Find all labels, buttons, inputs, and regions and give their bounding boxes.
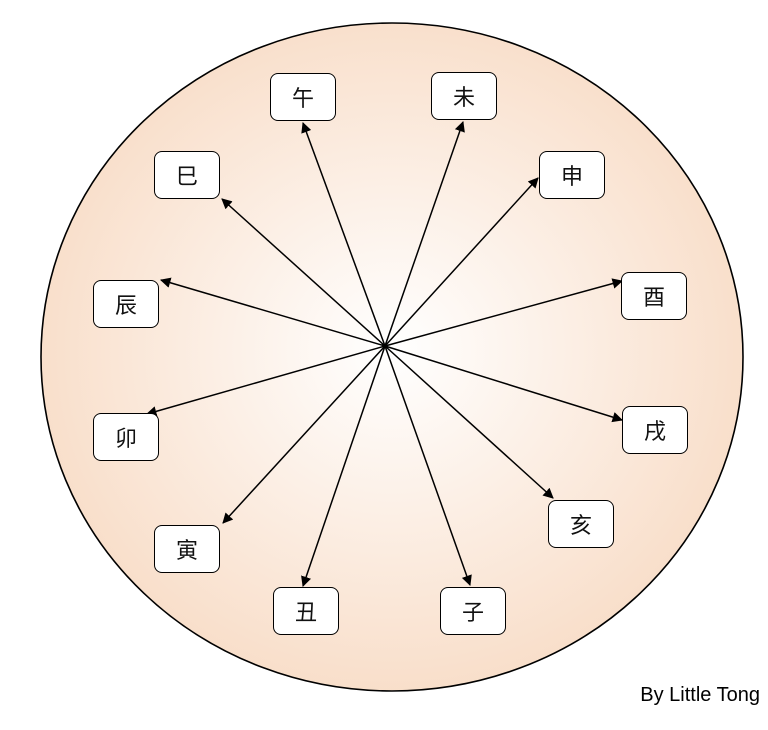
branch-box: 卯 <box>93 413 159 461</box>
arrow <box>384 345 624 423</box>
branch-box: 戌 <box>622 406 688 454</box>
arrow <box>222 345 386 524</box>
arrow <box>384 345 554 499</box>
arrow <box>301 122 386 347</box>
arrow <box>159 277 386 347</box>
branch-box: 辰 <box>93 280 159 328</box>
arrow <box>221 198 386 347</box>
branch-box: 未 <box>431 72 497 120</box>
arrow <box>384 121 465 347</box>
branch-box: 午 <box>270 73 336 121</box>
branch-box: 丑 <box>273 587 339 635</box>
arrow <box>145 345 386 417</box>
credit-text: By Little Tong <box>640 684 760 706</box>
arrow <box>301 345 386 587</box>
arrow <box>384 345 472 586</box>
branch-box: 亥 <box>548 500 614 548</box>
branch-box: 寅 <box>154 525 220 573</box>
branch-box: 子 <box>440 587 506 635</box>
arrow <box>384 278 624 347</box>
branch-box: 酉 <box>621 272 687 320</box>
background-circle <box>40 22 744 692</box>
branch-box: 申 <box>539 151 605 199</box>
arrow <box>384 177 539 347</box>
branch-box: 巳 <box>154 151 220 199</box>
